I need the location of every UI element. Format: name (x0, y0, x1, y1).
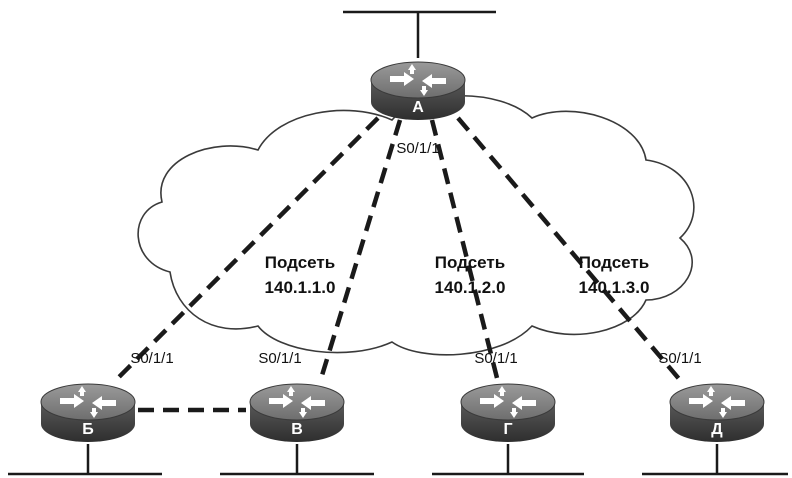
subnet-1-address: 140.1.1.0 (265, 278, 336, 297)
router-g-interface: S0/1/1 (474, 350, 517, 367)
router-g-name: Г (503, 421, 512, 438)
router-a-name: А (412, 99, 424, 116)
router-d-interface: S0/1/1 (658, 350, 701, 367)
pvc-a-g (429, 119, 501, 383)
router-d-name: Д (711, 421, 723, 438)
pvc-a-d (456, 116, 682, 382)
router-v-name: В (291, 421, 303, 438)
subnet-3-address: 140.1.3.0 (579, 278, 650, 297)
pvc-a-b (116, 116, 380, 380)
subnet-2-address: 140.1.2.0 (435, 278, 506, 297)
subnet-2-title: Подсеть (435, 253, 505, 272)
wan-cloud (137, 95, 695, 356)
router-b-name: Б (82, 421, 94, 438)
pvc-a-v (317, 119, 403, 383)
router-v-interface: S0/1/1 (258, 350, 301, 367)
router-b-interface: S0/1/1 (130, 350, 173, 367)
router-a-interface: S0/1/1 (396, 140, 439, 157)
subnet-1-title: Подсеть (265, 253, 335, 272)
subnet-3-title: Подсеть (579, 253, 649, 272)
